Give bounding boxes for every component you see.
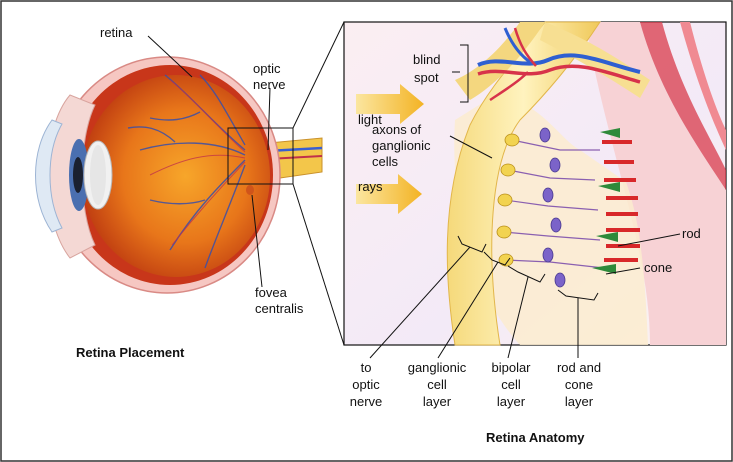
label-optic-nerve-line1: optic [253, 61, 281, 76]
svg-text:nerve: nerve [350, 394, 383, 409]
svg-text:layer: layer [565, 394, 594, 409]
label-fovea-line2: centralis [255, 301, 304, 316]
svg-text:rod and: rod and [557, 360, 601, 375]
label-rays: rays [358, 179, 383, 194]
label-fovea-line1: fovea [255, 285, 288, 300]
svg-text:bipolar: bipolar [491, 360, 531, 375]
label-blind-line1: blind [413, 52, 440, 67]
svg-text:cell: cell [501, 377, 521, 392]
caption-retina-anatomy: Retina Anatomy [486, 430, 585, 445]
svg-text:to: to [361, 360, 372, 375]
svg-text:optic: optic [352, 377, 380, 392]
label-optic-nerve-line2: nerve [253, 77, 286, 92]
svg-text:cone: cone [565, 377, 593, 392]
label-axons-line3: cells [372, 154, 399, 169]
label-axons-line1: axons of [372, 122, 422, 137]
label-retina: retina [100, 25, 133, 40]
label-axons-line2: ganglionic [372, 138, 431, 153]
label-cone: cone [644, 260, 672, 275]
svg-text:cell: cell [427, 377, 447, 392]
svg-text:ganglionic: ganglionic [408, 360, 467, 375]
svg-text:layer: layer [423, 394, 452, 409]
retina-anatomy-panel [344, 22, 726, 345]
label-rod: rod [682, 226, 701, 241]
svg-text:layer: layer [497, 394, 526, 409]
label-blind-line2: spot [414, 70, 439, 85]
caption-retina-placement: Retina Placement [76, 345, 185, 360]
